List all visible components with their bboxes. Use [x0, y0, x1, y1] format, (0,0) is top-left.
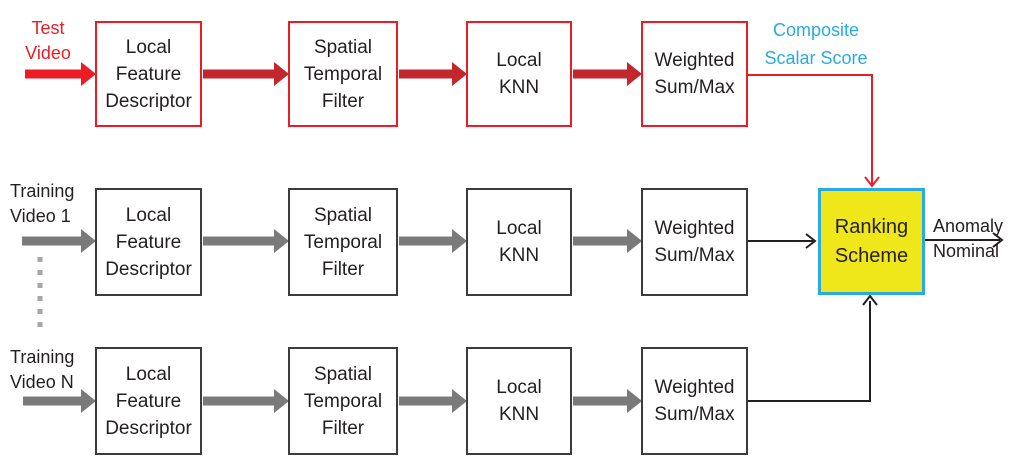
box-label-line: Scheme: [834, 244, 909, 267]
box-local-knn: Local KNN: [466, 21, 572, 127]
arrowhead-trainingN-to-ranking: [862, 294, 878, 306]
box-label-line: Spatial: [313, 36, 373, 58]
box-local-feature-descriptor: Local Feature Descriptor: [95, 21, 202, 127]
box-label-line: Descriptor: [105, 417, 192, 439]
box-label-line: Local: [496, 377, 542, 398]
training-video-n-source-label: Training Video N: [10, 345, 100, 395]
arrow-trainingN-filter-to-knn: [399, 389, 467, 413]
box-label-line: Temporal: [303, 231, 383, 253]
arrow-test-descriptor-to-filter: [203, 62, 289, 86]
arrowhead-score-to-ranking: [864, 176, 880, 188]
arrow-training1-knn-to-sum: [573, 229, 642, 253]
arrowhead-training1-to-ranking: [805, 233, 817, 249]
box-label-line: Spatial: [313, 204, 373, 226]
box-ranking-scheme: Ranking Scheme: [818, 188, 925, 295]
source-label-line: Video 1: [10, 206, 71, 226]
composite-scalar-score-label: Composite Scalar Score: [741, 16, 891, 72]
box-label-line: Ranking: [834, 215, 909, 238]
arrow-training1-descriptor-to-filter: [203, 229, 289, 253]
box-label-line: Filter: [321, 258, 365, 280]
box-spatial-temporal-filter: Spatial Temporal Filter: [288, 188, 398, 296]
arrow-trainingN-knn-to-sum: [573, 389, 642, 413]
box-local-knn: Local KNN: [466, 347, 572, 455]
box-label-line: Feature: [115, 390, 182, 412]
box-label-line: Filter: [321, 417, 365, 439]
anomaly-label: Anomaly: [933, 216, 1004, 236]
source-label-line: Video N: [10, 372, 74, 392]
box-label-line: KNN: [498, 77, 540, 98]
nominal-label: Nominal: [933, 241, 1000, 261]
connector-score-to-ranking: [748, 74, 873, 184]
arrow-training1-filter-to-knn: [399, 229, 467, 253]
box-label-line: Local: [496, 218, 542, 239]
box-local-feature-descriptor: Local Feature Descriptor: [95, 347, 202, 455]
box-label-line: Sum/Max: [654, 245, 735, 266]
box-label-line: Sum/Max: [654, 77, 735, 98]
anomaly-nominal-output-label: Anomaly Nominal: [933, 214, 1018, 264]
box-label-line: Weighted: [654, 50, 735, 71]
box-weighted-sum-max: Weighted Sum/Max: [641, 21, 748, 127]
box-label-line: Spatial: [313, 363, 373, 385]
source-label-line: Training: [10, 181, 75, 201]
box-label-line: Sum/Max: [654, 404, 735, 425]
box-label-line: Weighted: [654, 218, 735, 239]
box-spatial-temporal-filter: Spatial Temporal Filter: [288, 21, 398, 127]
score-label-line: Composite: [772, 20, 860, 40]
box-label-line: Descriptor: [105, 90, 192, 112]
box-label-line: Weighted: [654, 377, 735, 398]
test-video-source-label: Test Video: [14, 16, 82, 66]
arrow-training1-input: [22, 229, 96, 253]
box-weighted-sum-max: Weighted Sum/Max: [641, 188, 748, 296]
box-label-line: Descriptor: [105, 258, 192, 280]
training-video-1-source-label: Training Video 1: [10, 179, 100, 229]
box-label-line: Local: [496, 50, 542, 71]
source-label-line: Test: [31, 18, 65, 38]
source-label-line: Training: [10, 347, 75, 367]
source-label-line: Video: [25, 43, 71, 63]
box-label-line: Local: [125, 363, 172, 385]
box-label-line: Feature: [115, 63, 182, 85]
box-label-line: Temporal: [303, 63, 383, 85]
box-label-line: Temporal: [303, 390, 383, 412]
box-label-line: Local: [125, 204, 172, 226]
arrow-trainingN-descriptor-to-filter: [203, 389, 289, 413]
box-label-line: KNN: [498, 245, 540, 266]
score-label-line: Scalar Score: [764, 48, 868, 68]
box-label-line: KNN: [498, 404, 540, 425]
box-weighted-sum-max: Weighted Sum/Max: [641, 347, 748, 455]
box-label-line: Local: [125, 36, 172, 58]
box-spatial-temporal-filter: Spatial Temporal Filter: [288, 347, 398, 455]
arrow-test-knn-to-sum: [573, 62, 642, 86]
connector-trainingN-to-ranking: [748, 301, 871, 402]
box-label-line: Feature: [115, 231, 182, 253]
arrow-test-filter-to-knn: [399, 62, 467, 86]
box-label-line: Filter: [321, 90, 365, 112]
box-local-feature-descriptor: Local Feature Descriptor: [95, 188, 202, 296]
box-local-knn: Local KNN: [466, 188, 572, 296]
